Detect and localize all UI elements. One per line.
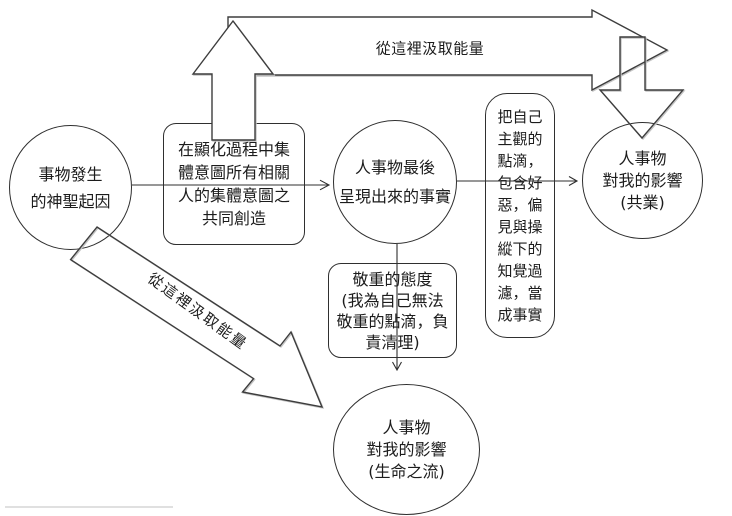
result-circle-text: 人事物最後 呈現出來的事實 (338, 158, 451, 206)
origin-circle-text: 事物發生 的神聖起因 (30, 164, 111, 211)
collective-intent-box: 在顯化過程中集 體意圖所有相關 人的集體意圖之 共同創造 (163, 123, 305, 245)
top-energy-arrow-label: 從這裡汲取能量 (375, 39, 485, 58)
subjective-filter-box-text: 把自己 主觀的 點滴， 包含好 惡，偏 見與操 縱下的 知覺過 濾，當 成事實 (497, 107, 543, 324)
respect-attitude-box-text: 敬重的態度 (我為自己無法 敬重的點滴，負 責清理) (336, 269, 449, 352)
collective-karma-circle: 人事物 對我的影響 (共業) (582, 122, 703, 239)
origin-circle: 事物發生 的神聖起因 (9, 125, 132, 250)
collective-karma-circle-text: 人事物 對我的影響 (共業) (602, 148, 683, 212)
life-flow-circle-text: 人事物 對我的影響 (生命之流) (366, 417, 447, 481)
life-flow-circle: 人事物 對我的影響 (生命之流) (333, 384, 480, 515)
collective-intent-box-text: 在顯化過程中集 體意圖所有相關 人的集體意圖之 共同創造 (177, 140, 290, 228)
respect-attitude-box: 敬重的態度 (我為自己無法 敬重的點滴，負 責清理) (328, 263, 457, 358)
diagonal-energy-arrow-label: 從這裡汲取能量 (144, 269, 252, 354)
result-circle: 人事物最後 呈現出來的事實 (333, 120, 457, 244)
subjective-filter-box: 把自己 主觀的 點滴， 包含好 惡，偏 見與操 縱下的 知覺過 濾，當 成事實 (485, 93, 555, 338)
